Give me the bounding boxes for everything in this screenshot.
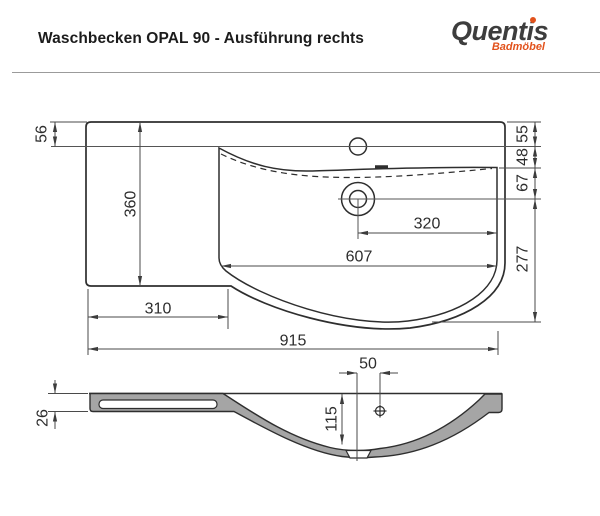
section-profile	[89, 392, 503, 459]
dim-bowl-height: 115	[324, 394, 345, 445]
dim-label-360: 360	[123, 191, 140, 218]
dim-shelf-width: 310	[87, 289, 229, 355]
section-view: 26 50 115	[35, 356, 503, 461]
dim-edge-thickness: 26	[35, 380, 88, 429]
dim-label-67: 67	[515, 174, 532, 192]
page-title: Waschbecken OPAL 90 - Ausführung rechts	[38, 30, 365, 47]
dim-label-56: 56	[34, 125, 51, 143]
header-divider	[12, 72, 600, 73]
technical-drawing: 56 360 310 915 32	[34, 121, 541, 461]
dim-overflow-offset: 50	[339, 356, 398, 461]
dim-drain-to-edge: 320	[358, 216, 497, 236]
shelf-underside-recess	[98, 399, 218, 410]
dim-total-width: 915	[88, 331, 499, 355]
bowl-dashed-contour	[220, 153, 493, 179]
basin-outline	[85, 121, 506, 330]
dim-chain-right: 55 48 67 277	[432, 121, 541, 323]
overflow-mark-icon	[373, 404, 387, 418]
dim-label-277: 277	[515, 246, 532, 273]
bowl-inner-outline	[218, 146, 498, 323]
dim-label-26: 26	[35, 409, 52, 427]
brand-tagline: Badmöbel	[491, 41, 545, 53]
dim-left-depth: 360	[123, 122, 143, 286]
drain-recess	[345, 449, 372, 459]
brand-logo: Quentis Badmöbel	[450, 16, 549, 53]
plan-view: 56 360 310 915 32	[34, 121, 541, 355]
dim-label-607: 607	[346, 249, 373, 266]
brand-name: Quentis	[450, 16, 549, 46]
dim-label-320: 320	[414, 216, 441, 233]
dim-label-310: 310	[145, 301, 172, 318]
brand-dot-icon	[529, 17, 536, 23]
dim-tap-line-offset: 56	[34, 121, 87, 147]
dim-label-50: 50	[359, 356, 377, 373]
dim-label-915: 915	[280, 333, 307, 350]
dim-label-48: 48	[515, 148, 532, 166]
dim-label-55: 55	[515, 125, 532, 143]
dim-bowl-width: 607	[221, 249, 497, 269]
dim-label-115: 115	[324, 406, 341, 432]
